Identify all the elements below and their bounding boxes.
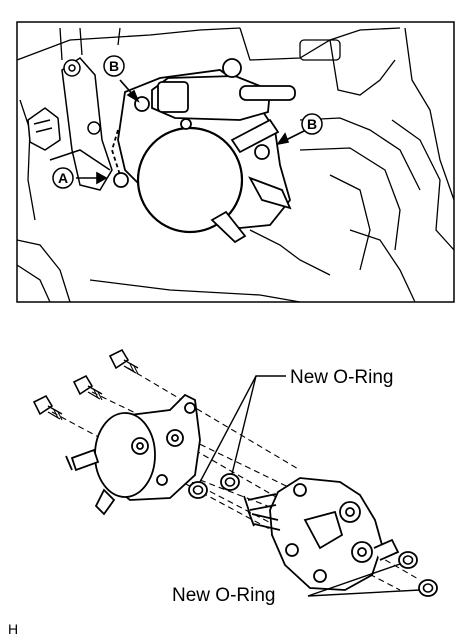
svg-text:A: A bbox=[58, 170, 68, 186]
label-new-o-ring-upper: New O-Ring bbox=[290, 367, 393, 388]
svg-text:B: B bbox=[307, 116, 317, 132]
bolt-3 bbox=[32, 394, 63, 421]
callout-a-left: A bbox=[52, 167, 74, 189]
o-ring-2 bbox=[220, 473, 240, 491]
bolt-2 bbox=[72, 374, 103, 401]
label-new-o-ring-lower: New O-Ring bbox=[172, 585, 275, 606]
pump-housing-bracket bbox=[243, 477, 400, 591]
linkage-bracket bbox=[27, 57, 113, 191]
o-ring-4 bbox=[418, 579, 438, 597]
leader-lines bbox=[199, 375, 421, 597]
engine-block-outline bbox=[16, 27, 455, 303]
callout-arrows bbox=[76, 79, 307, 185]
vacuum-pump-installed bbox=[111, 58, 296, 244]
vacuum-pump-body bbox=[65, 393, 201, 516]
bolt-1 bbox=[108, 348, 139, 375]
exploded-view: New O-Ring New O-Ring bbox=[32, 348, 438, 606]
figure-code: H bbox=[8, 621, 18, 637]
installed-view: B B A bbox=[16, 21, 455, 303]
o-ring-3 bbox=[398, 551, 418, 569]
svg-text:B: B bbox=[109, 58, 119, 74]
callout-b-right: B bbox=[301, 113, 323, 135]
o-ring-1 bbox=[188, 481, 208, 499]
callout-b-upper-left: B bbox=[103, 55, 125, 77]
